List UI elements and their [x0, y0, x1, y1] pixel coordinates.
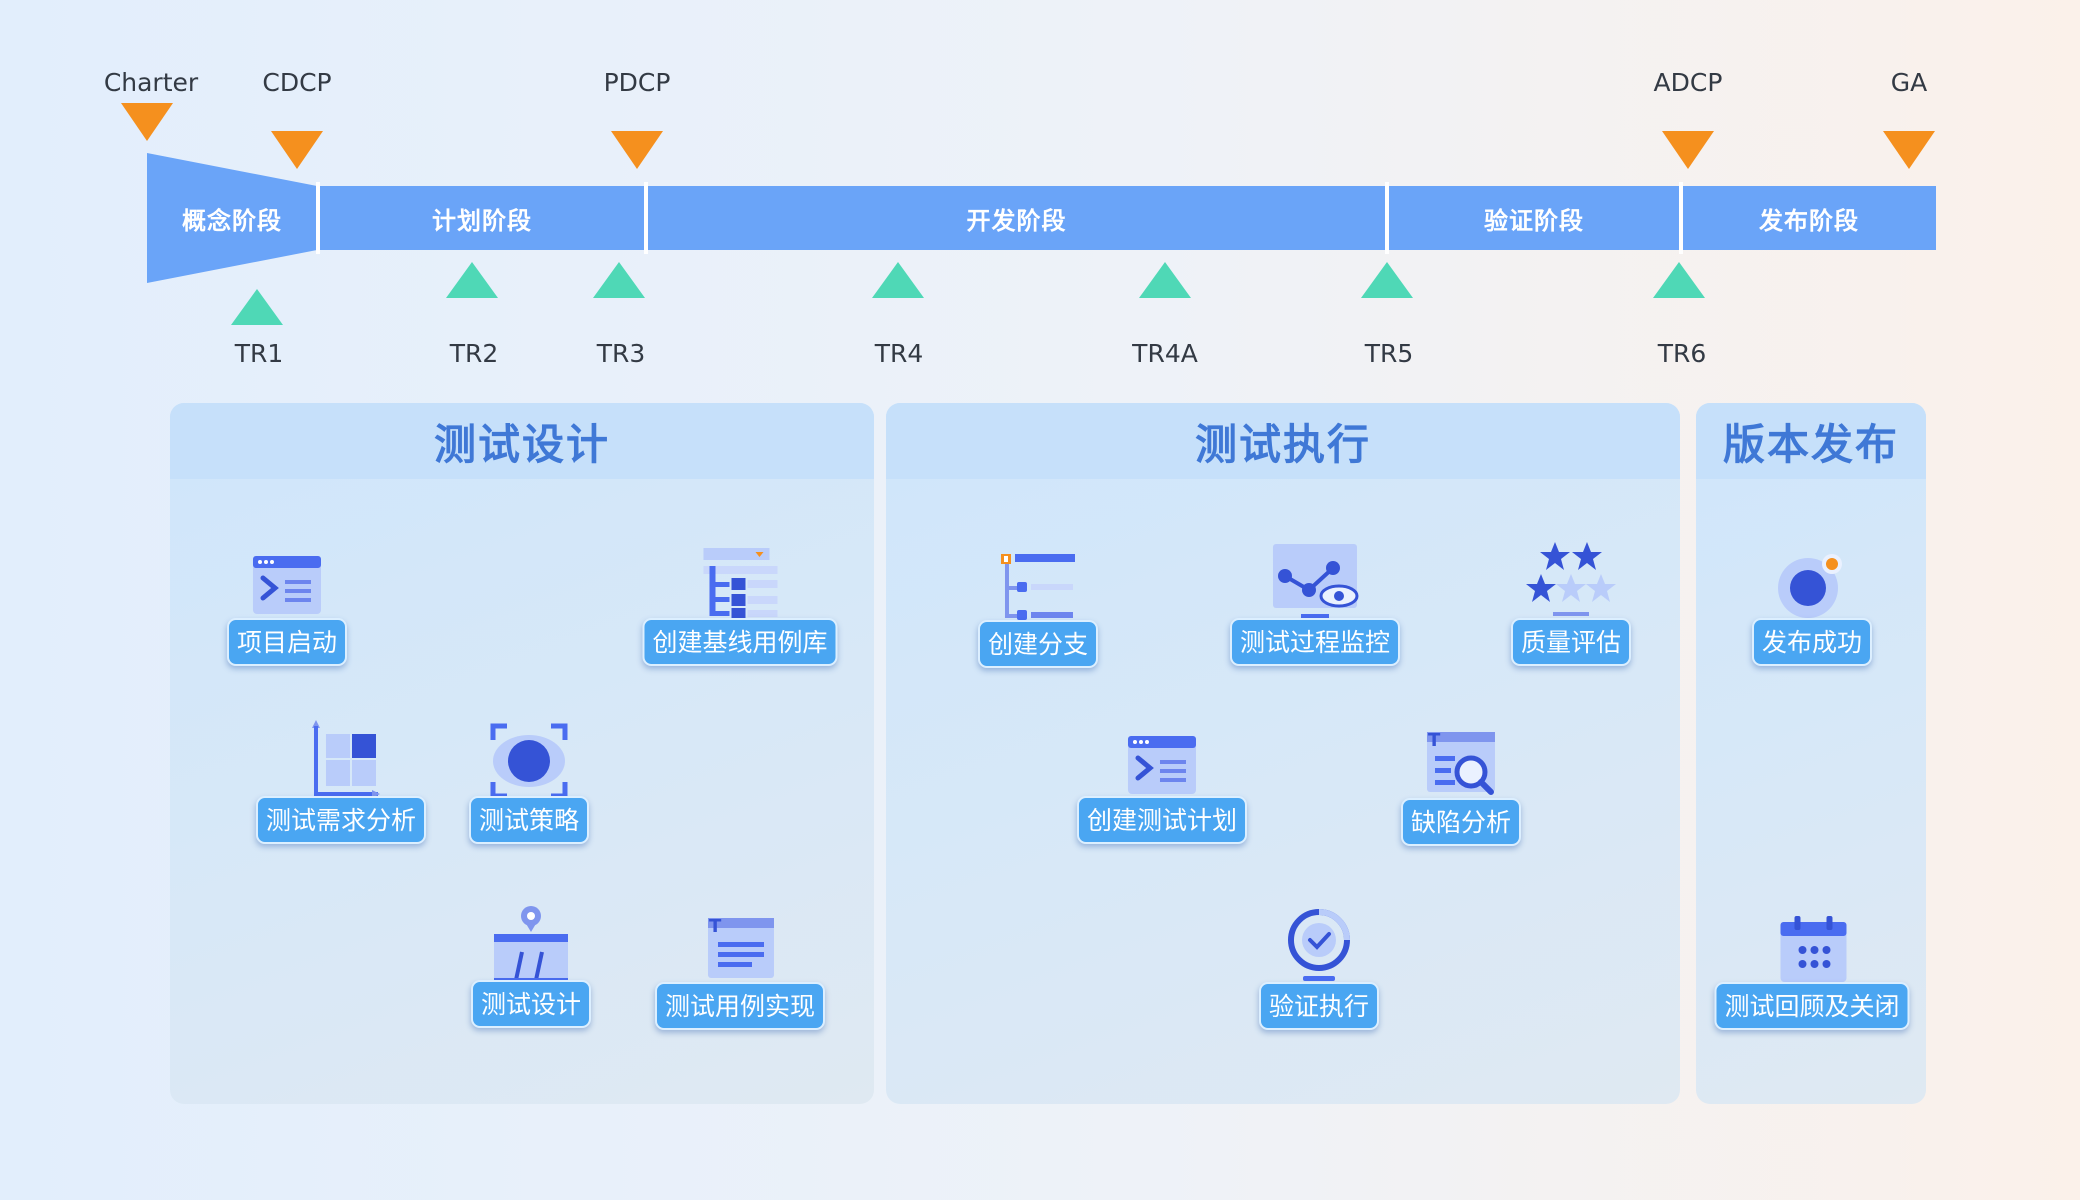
task-requirement-analysis[interactable]: 测试需求分析 — [255, 718, 427, 844]
location-pin-icon — [493, 906, 568, 982]
task-label: 质量评估 — [1510, 618, 1632, 666]
task-label: 创建分支 — [977, 620, 1099, 668]
milestone-label-tr4a: TR4A — [1132, 339, 1198, 368]
milestone-label-charter: Charter — [103, 68, 199, 97]
task-defect-analysis[interactable]: T 缺陷分析 — [1400, 726, 1522, 846]
phase-concept: 概念阶段 — [182, 206, 282, 235]
phase-develop: 开发阶段 — [647, 186, 1386, 250]
task-project-start[interactable]: 项目启动 — [226, 548, 348, 666]
check-circle-icon — [1287, 909, 1350, 981]
phase-divider — [1385, 182, 1389, 254]
task-quality-assessment[interactable]: 质量评估 — [1510, 540, 1632, 666]
task-create-test-plan[interactable]: 创建测试计划 — [1076, 730, 1248, 844]
calendar-icon — [1779, 916, 1846, 982]
milestone-label-pdcp: PDCP — [603, 68, 671, 97]
document-text-icon: T — [707, 916, 774, 978]
panel-title-test-execution: 测试执行 — [886, 403, 1680, 479]
milestone-label-tr5: TR5 — [1364, 339, 1414, 368]
milestone-charter-marker — [121, 103, 173, 141]
task-label: 测试用例实现 — [654, 982, 826, 1030]
task-label: 项目启动 — [226, 618, 348, 666]
milestone-label-tr2: TR2 — [449, 339, 499, 368]
monitor-chart-icon — [1272, 544, 1359, 618]
branch-list-icon — [1000, 554, 1075, 620]
task-create-baseline-library[interactable]: 创建基线用例库 — [642, 542, 838, 666]
task-create-branch[interactable]: 创建分支 — [977, 546, 1099, 668]
terminal-window-icon — [1127, 736, 1196, 794]
milestone-label-ga: GA — [1890, 68, 1928, 97]
terminal-window-icon — [252, 556, 321, 614]
task-test-case-implementation[interactable]: T 测试用例实现 — [654, 912, 826, 1030]
rating-stars-icon — [1525, 542, 1616, 616]
task-release-success[interactable]: 发布成功 — [1751, 546, 1873, 666]
milestone-tr1-marker — [231, 289, 283, 325]
task-process-monitoring[interactable]: 测试过程监控 — [1229, 540, 1401, 666]
phase-verify: 验证阶段 — [1388, 186, 1680, 250]
milestone-label-tr3: TR3 — [596, 339, 646, 368]
phase-divider — [316, 182, 320, 254]
task-label: 验证执行 — [1258, 982, 1380, 1030]
milestone-label-tr6: TR6 — [1657, 339, 1707, 368]
phase-plan: 计划阶段 — [319, 186, 645, 250]
task-label: 测试设计 — [470, 980, 592, 1028]
phase-divider — [644, 182, 648, 254]
task-label: 测试策略 — [468, 796, 590, 844]
task-label: 缺陷分析 — [1400, 798, 1522, 846]
task-label: 创建测试计划 — [1076, 796, 1248, 844]
task-test-design[interactable]: 测试设计 — [470, 902, 592, 1028]
svg-text:T: T — [709, 916, 722, 937]
task-label: 测试过程监控 — [1229, 618, 1401, 666]
panel-title-test-design: 测试设计 — [170, 403, 874, 479]
milestone-label-tr4: TR4 — [874, 339, 924, 368]
success-dot-icon — [1777, 554, 1842, 618]
tree-list-icon — [702, 548, 777, 618]
milestone-label-adcp: ADCP — [1653, 68, 1723, 97]
search-document-icon: T — [1426, 730, 1495, 795]
milestone-tr6-marker — [1653, 262, 1705, 298]
task-review-and-close[interactable]: 测试回顾及关闭 — [1714, 912, 1910, 1030]
panel-title-release: 版本发布 — [1696, 403, 1926, 479]
task-verification-execution[interactable]: 验证执行 — [1258, 904, 1380, 1030]
milestone-label-cdcp: CDCP — [262, 68, 332, 97]
milestone-tr4-marker — [872, 262, 924, 298]
task-label: 测试需求分析 — [255, 796, 427, 844]
milestone-tr4a-marker — [1139, 262, 1191, 298]
milestone-tr5-marker — [1361, 262, 1413, 298]
milestone-tr3-marker — [593, 262, 645, 298]
milestone-ga-marker — [1883, 131, 1935, 169]
phase-release: 发布阶段 — [1682, 186, 1936, 250]
grid-chart-icon — [311, 720, 380, 798]
task-label: 测试回顾及关闭 — [1714, 982, 1910, 1030]
svg-text:T: T — [1428, 730, 1441, 751]
milestone-label-tr1: TR1 — [234, 339, 284, 368]
task-label: 发布成功 — [1751, 618, 1873, 666]
phase-concept-wedge — [147, 153, 317, 283]
milestone-adcp-marker — [1662, 131, 1714, 169]
milestone-cdcp-marker — [271, 131, 323, 169]
task-test-strategy[interactable]: 测试策略 — [468, 720, 590, 844]
milestone-pdcp-marker — [611, 131, 663, 169]
phase-divider — [1679, 182, 1683, 254]
eye-focus-icon — [490, 723, 568, 799]
task-label: 创建基线用例库 — [642, 618, 838, 666]
milestone-tr2-marker — [446, 262, 498, 298]
